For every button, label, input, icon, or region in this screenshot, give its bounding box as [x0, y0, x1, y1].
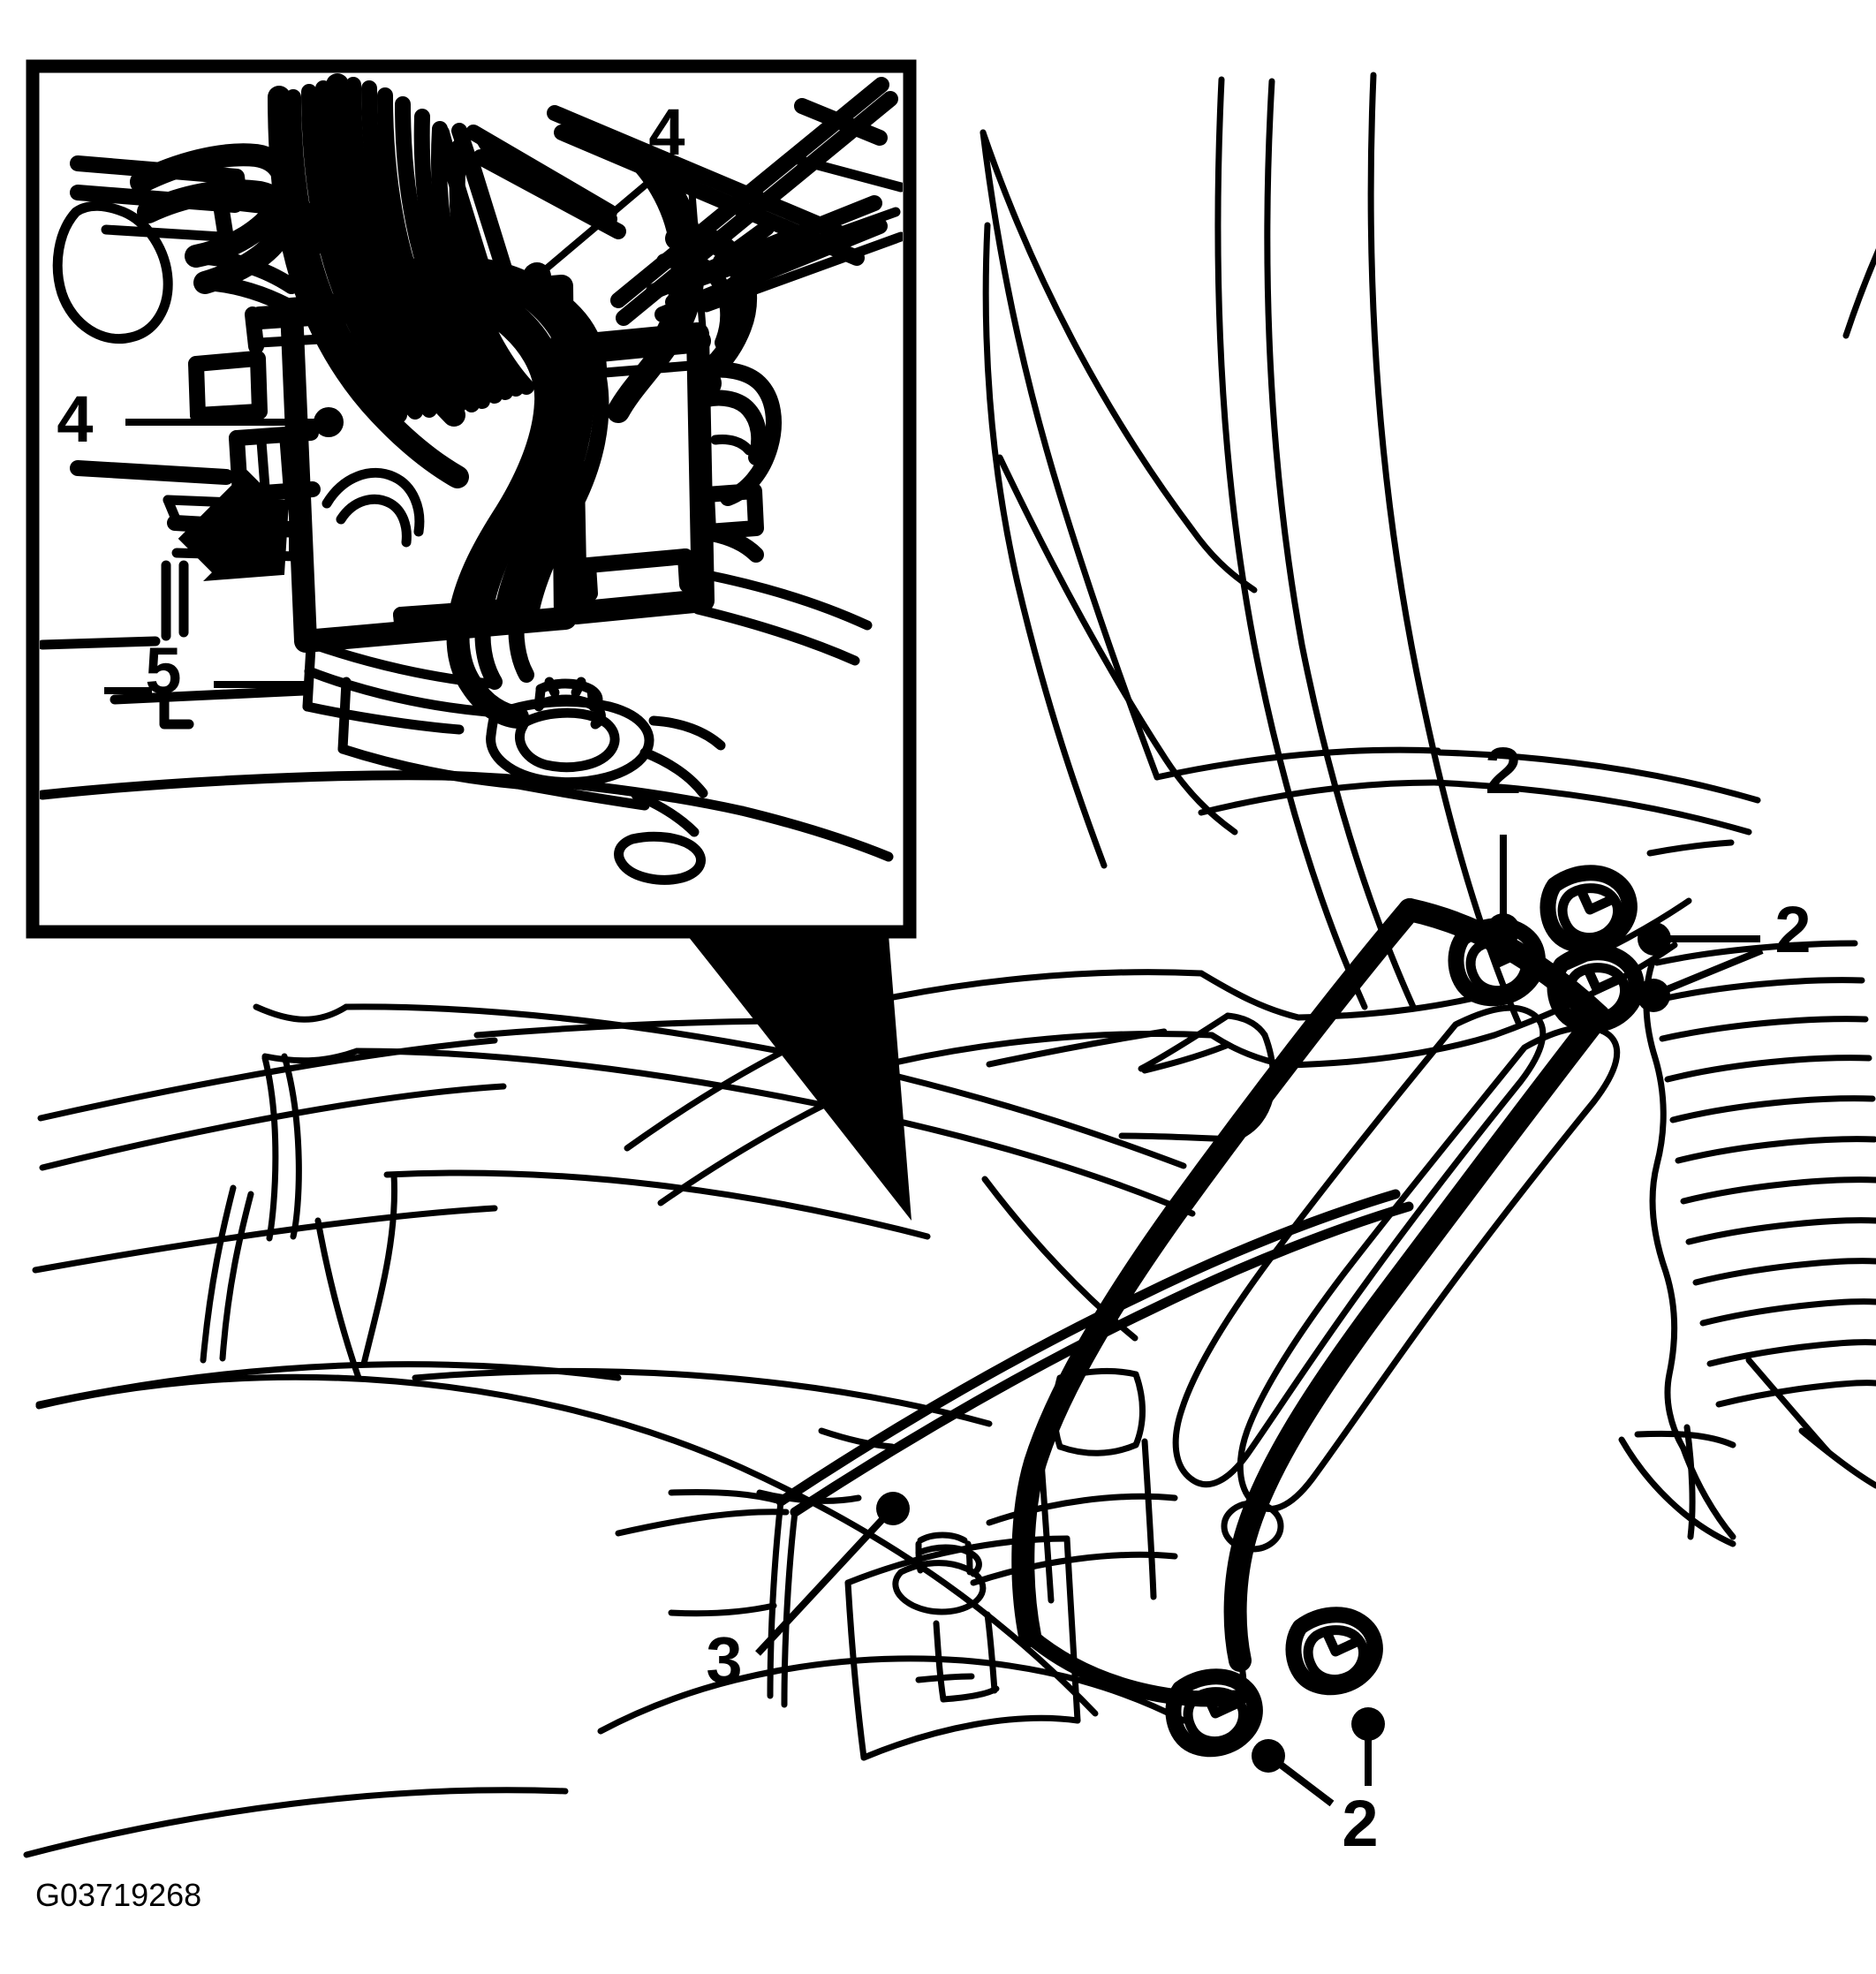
callout-5-ticks — [159, 560, 194, 730]
secondary-connector — [559, 225, 782, 624]
leader-line-bottom-2a — [1271, 1756, 1335, 1807]
subframe-member — [844, 1368, 1178, 1761]
body-frame-rails — [980, 72, 1523, 1342]
panel-tab-detail — [1118, 1012, 1276, 1143]
leader-terminator-dot — [876, 1492, 910, 1525]
fender-arch-lines — [1745, 248, 1876, 1456]
leader-terminator-dot — [1638, 922, 1671, 956]
leader-terminator-dot — [314, 407, 344, 437]
leader-lines-main — [755, 835, 1764, 1807]
inset-content — [40, 73, 903, 885]
leader-terminator-dot — [1351, 1707, 1385, 1741]
hex-nut — [1285, 1607, 1383, 1696]
figure-id-label: G03719268 — [35, 1877, 201, 1913]
bellows-boot — [1618, 940, 1876, 1547]
inset-pointer-tail — [685, 932, 912, 1221]
leader-terminator-dot — [1252, 1739, 1285, 1773]
callout-inset-top-4: 4 — [648, 95, 685, 169]
callout-main-3: 3 — [706, 1623, 742, 1697]
lower-body-sweep — [23, 1373, 1187, 1858]
lower-left-seam — [668, 1427, 896, 1617]
release-arrow — [178, 444, 290, 581]
callout-main-bottom-2: 2 — [1342, 1787, 1378, 1860]
callout-main-top-2: 2 — [1485, 734, 1521, 807]
callout-main-right-2: 2 — [1774, 893, 1811, 966]
hex-nut — [1165, 1668, 1263, 1758]
callout-labels: 4 4 5 2 2 3 2 — [57, 95, 1811, 1860]
mounting-bolt — [40, 569, 894, 885]
leader-line-right-2b — [1657, 947, 1764, 996]
leader-line-3 — [755, 1513, 889, 1656]
leader-line-inset-4b — [687, 176, 710, 379]
slotted-bracket — [1011, 898, 1621, 1707]
inset-leader-lines — [104, 173, 722, 694]
hex-nut — [1539, 865, 1638, 954]
leader-terminator-dot — [1486, 913, 1520, 947]
leader-terminator-dot — [1637, 979, 1670, 1012]
leader-line-inset-4a — [540, 173, 658, 276]
callout-inset-left-4: 4 — [57, 382, 93, 456]
leader-terminator-dot — [523, 262, 551, 291]
leader-terminator-dot — [693, 369, 722, 397]
callout-inset-5: 5 — [145, 634, 181, 707]
hex-nut — [1547, 944, 1645, 1033]
